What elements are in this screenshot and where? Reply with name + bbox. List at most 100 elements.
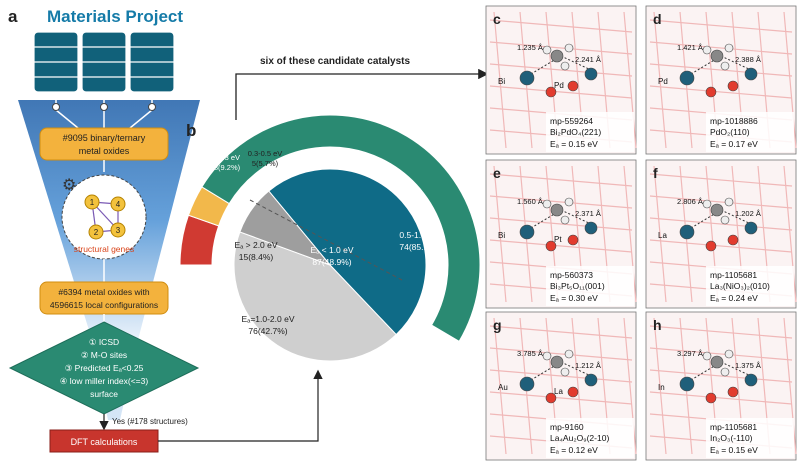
step1-line2: metal oxides [79, 146, 130, 156]
step1-line1: #9095 binary/ternary [63, 133, 146, 143]
connector-node [148, 103, 156, 111]
bond-distance-label: 2.388 Å [735, 55, 761, 64]
outer-count-mid: 5(5.7%) [252, 159, 279, 168]
outer-label-low: <0.3 eV [214, 153, 240, 162]
outer-label-mid: 0.3-0.5 eV [248, 149, 283, 158]
surface-formula: PdO₂(110) [710, 127, 750, 137]
material-id: mp-9160 [550, 422, 584, 432]
activation-energy: Eₐ = 0.15 eV [550, 139, 598, 149]
structure-panels: c 1.235 Å 2.241 Å Bi Pd mp-559264Bi₂PdO₄(221)… [485, 5, 797, 461]
info-card [546, 418, 634, 458]
adsorbate-cluster [519, 349, 598, 404]
bond-distance-label: 3.297 Å [677, 349, 703, 358]
outer-label-high: 0.5-1.0 eV [399, 230, 439, 240]
atom-label: La [554, 387, 563, 396]
panel-letter: h [653, 317, 662, 333]
surface-formula: La₄Au₂O₉(2-10) [550, 433, 609, 443]
adsorbate-cluster [679, 43, 758, 98]
criterion-2: ② M-O sites [81, 350, 127, 360]
activation-energy: Eₐ = 0.17 eV [710, 139, 758, 149]
panel-letter: g [493, 317, 502, 333]
panel-b: b six of these candidate catalysts <0.3 … [179, 56, 489, 362]
database-icons [33, 31, 175, 93]
connector-node [52, 103, 60, 111]
inner-pie-slice [268, 168, 427, 336]
inner-count-low: 87(48.9%) [312, 257, 351, 267]
atom-label: Pd [554, 81, 564, 90]
inner-pie-slice [233, 231, 397, 362]
candidates-label: six of these candidate catalysts [260, 56, 411, 67]
dft-to-pie-arrow [158, 369, 323, 442]
bond-distance-label: 1.421 Å [677, 43, 703, 52]
database-icon [33, 31, 79, 93]
info-card [546, 112, 634, 152]
gene-node-label: 3 [116, 226, 121, 235]
activation-energy: Eₐ = 0.15 eV [710, 445, 758, 455]
criterion-4-cont: surface [90, 389, 118, 399]
bond-distance-label: 1.212 Å [575, 361, 601, 370]
structure-panel-g: g 3.785 Å 1.212 Å Au La mp-9160La₄Au₂O₉(2-10)… [485, 311, 637, 461]
panel-letter: d [653, 11, 662, 27]
panel-letter: f [653, 165, 658, 181]
yes-label: Yes (#178 structures) [112, 417, 188, 426]
panel-letter: e [493, 165, 501, 181]
inner-pie-chart [233, 168, 427, 362]
outer-ring-segment [201, 114, 481, 343]
magnifier-gear-icon: ⚙ [62, 177, 76, 194]
criterion-1: ① ICSD [89, 337, 119, 347]
panel-a: a Materials Project [8, 7, 323, 453]
bond-distance-label: 1.375 Å [735, 361, 761, 370]
inner-count-mid: 76(42.7%) [248, 326, 287, 336]
adsorbate-cluster [519, 197, 598, 252]
info-card [706, 112, 794, 152]
atom-label: Au [498, 383, 508, 392]
atom-label: La [658, 231, 667, 240]
material-id: mp-1018886 [710, 116, 758, 126]
panel-letter: c [493, 11, 501, 27]
criterion-3: ③ Predicted Eₐ<0.25 [65, 363, 144, 373]
atom-label: Bi [498, 77, 505, 86]
gene-node-label: 1 [90, 198, 95, 207]
info-card [706, 418, 794, 458]
inner-pie-slice [239, 190, 332, 267]
connectors [55, 92, 153, 129]
candidates-arrow [235, 68, 489, 120]
lattice-background [649, 11, 797, 149]
info-card [546, 266, 634, 306]
materials-project-title: Materials Project [47, 7, 183, 26]
bond-distance-label: 2.241 Å [575, 55, 601, 64]
adsorbate-cluster [679, 349, 758, 404]
activation-energy: Eₐ = 0.30 eV [550, 293, 598, 303]
connector-node [100, 103, 108, 111]
atom-label: In [658, 383, 665, 392]
surface-formula: In₂O₃(-110) [710, 433, 753, 443]
adsorbate-cluster [679, 197, 758, 252]
bond-distance-label: 2.371 Å [575, 209, 601, 218]
material-id: mp-560373 [550, 270, 593, 280]
material-id: mp-1105681 [710, 422, 757, 432]
inner-label-low: Eₐ < 1.0 eV [310, 245, 353, 255]
material-id: mp-559264 [550, 116, 593, 126]
surface-formula: La₃(NiO₃)₂(010) [710, 281, 770, 291]
database-icon [81, 31, 127, 93]
structure-panel-f: f2.806 Å1.202 ÅLamp-1105681La₃(NiO₃)₂(01… [645, 159, 797, 309]
structure-panel-c: c 1.235 Å 2.241 Å Bi Pd mp-559264Bi₂PdO₄(221)… [485, 5, 637, 155]
step2-line2: 4596615 local configurations [50, 300, 158, 310]
gene-nodes: 1 4 2 3 [84, 194, 126, 240]
database-icon [129, 31, 175, 93]
structural-genes-label: structural genes [74, 244, 134, 254]
panel-a-letter: a [8, 7, 18, 26]
surface-formula: Bi₂PdO₄(221) [550, 127, 601, 137]
separator-dashed-line [249, 199, 403, 281]
outer-count-high: 74(85.1%) [399, 242, 438, 252]
bond-distance-label: 3.785 Å [517, 349, 543, 358]
bond-distance-label: 1.235 Å [517, 43, 543, 52]
panel-b-letter: b [186, 121, 196, 140]
atom-label: Bi [498, 231, 505, 240]
criterion-4: ④ low miller index(<=3) [60, 376, 149, 386]
info-card [706, 266, 794, 306]
